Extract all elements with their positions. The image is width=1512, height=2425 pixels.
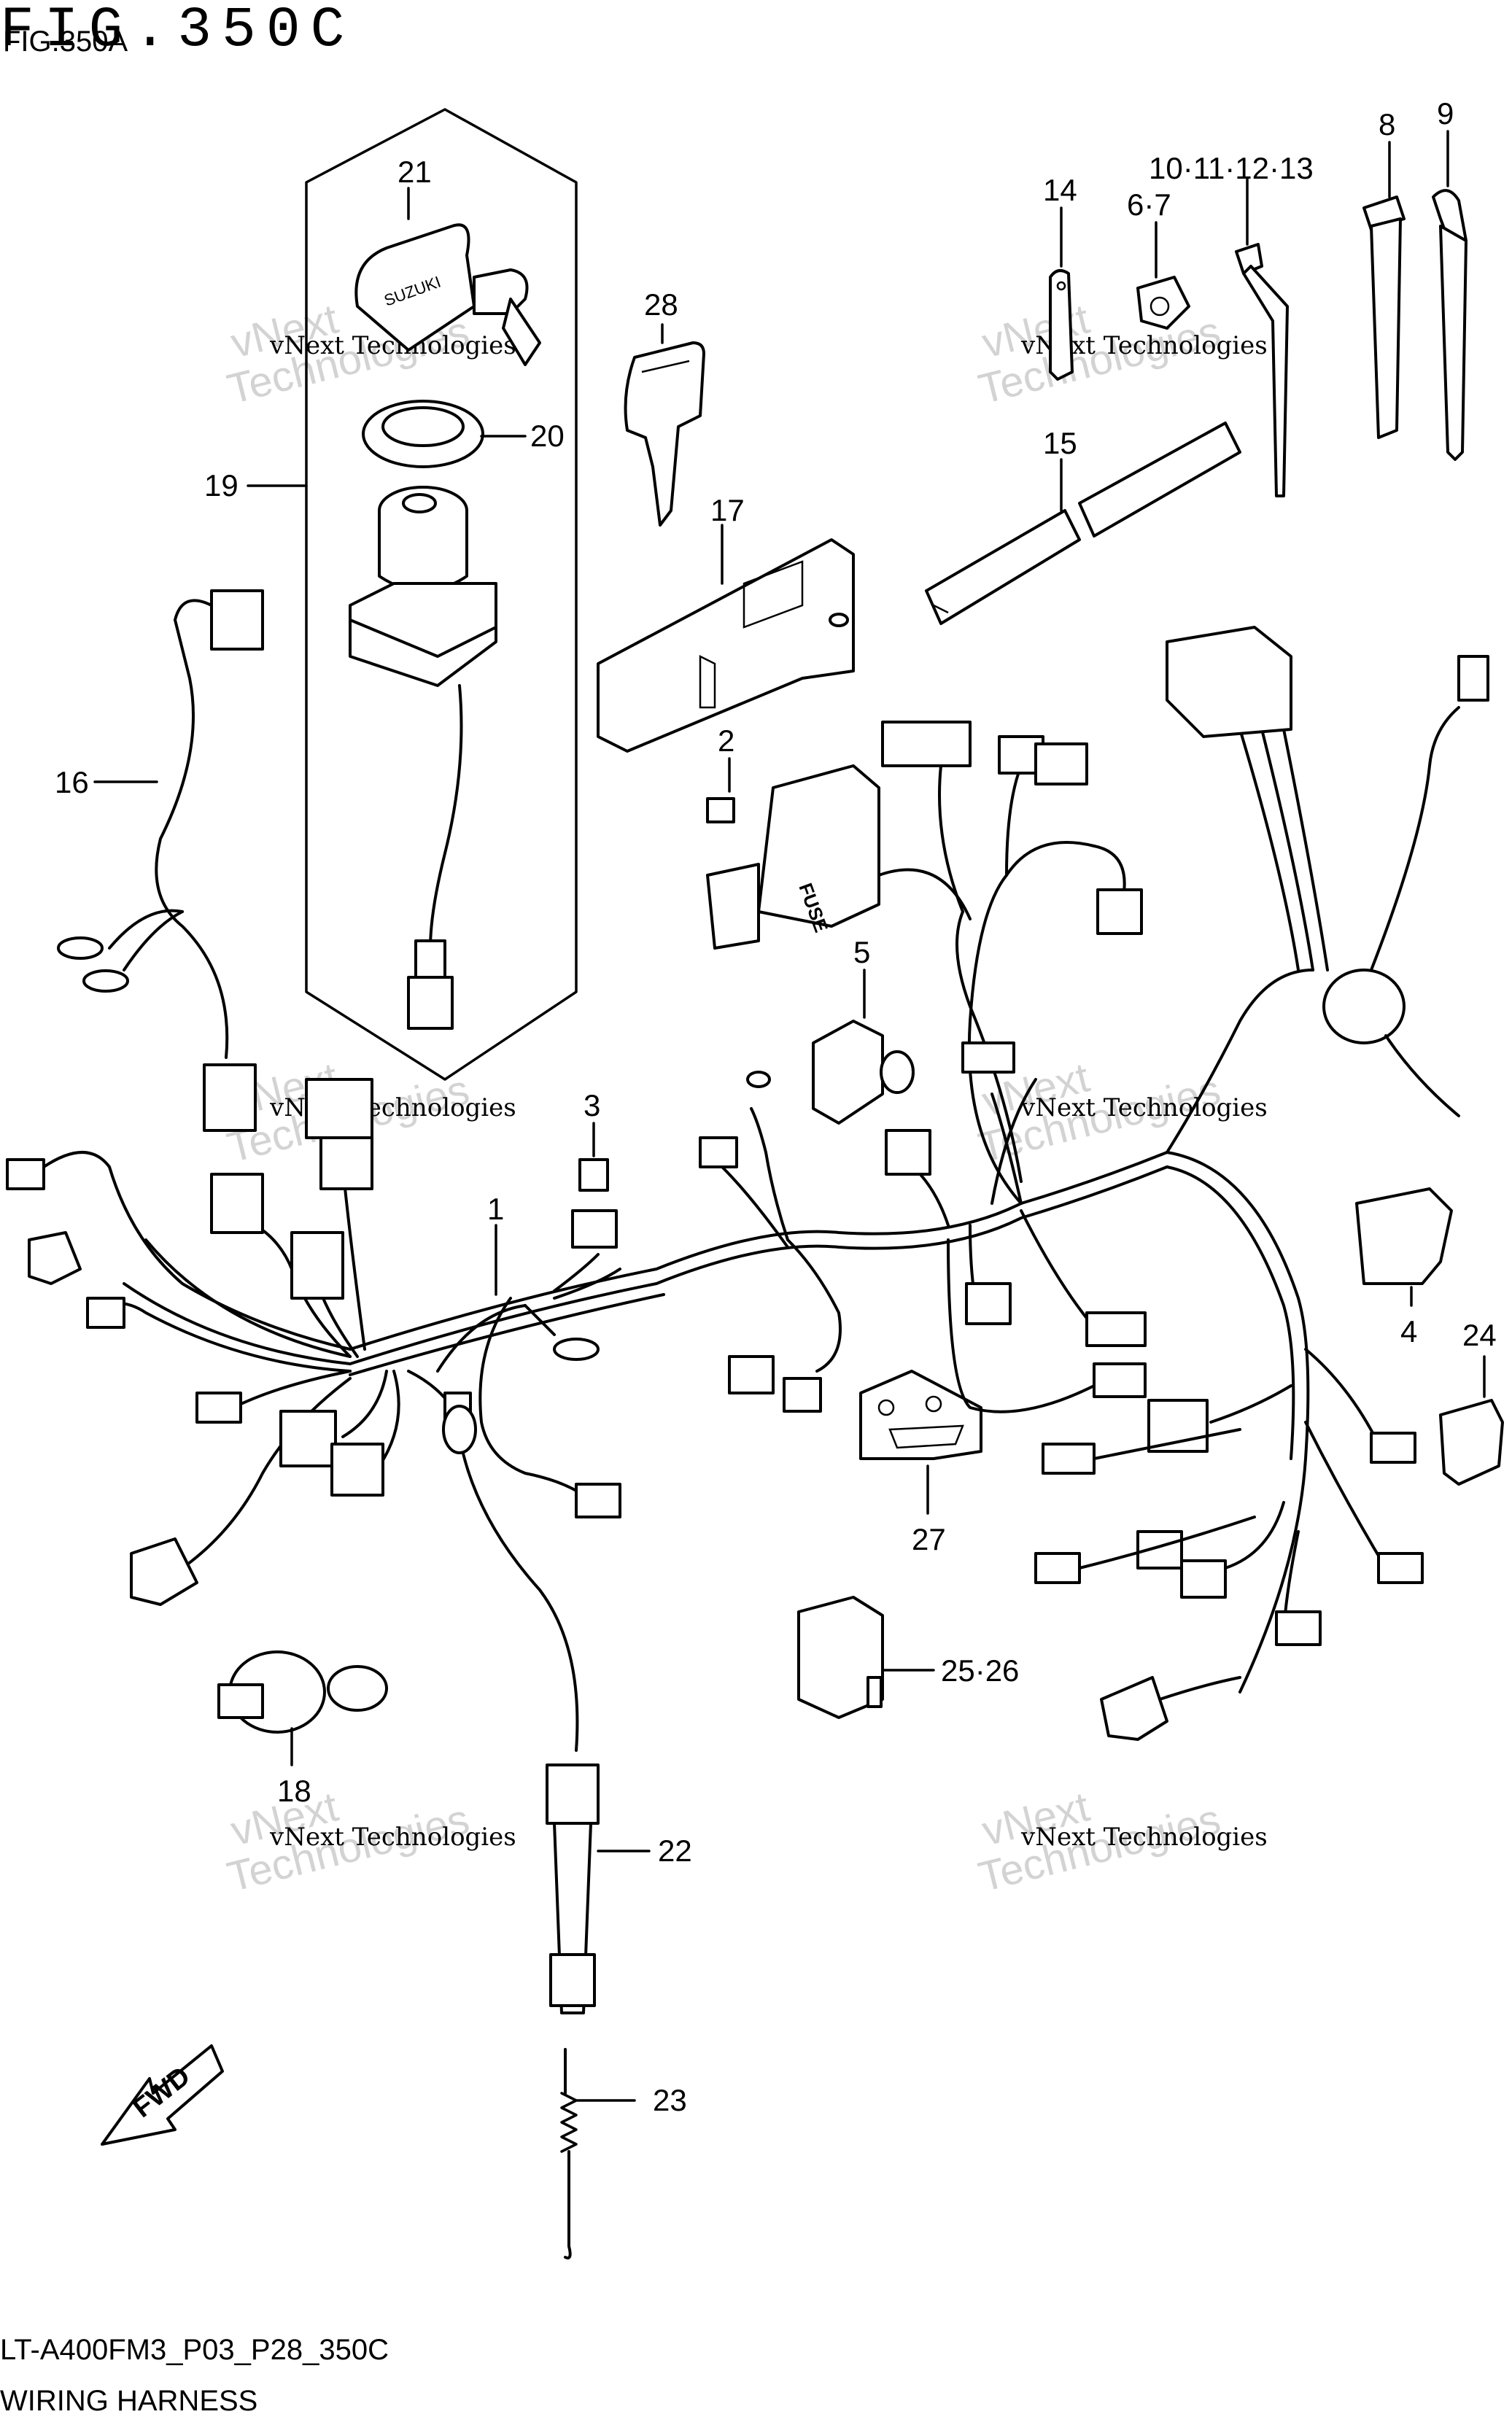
label-15: 15: [1043, 426, 1077, 460]
protective-tube: 15: [925, 422, 1241, 625]
label-14: 14: [1043, 173, 1077, 207]
mount-bracket: 17: [597, 493, 855, 753]
label-4: 4: [1400, 1314, 1417, 1349]
label-27: 27: [912, 1522, 946, 1556]
sub-harness: 16: [55, 589, 264, 1132]
wire-clip-14: 14: [1043, 173, 1077, 381]
watermark-text-5: vNext Technologies: [269, 1823, 516, 1852]
neutral-switch: 18: [217, 1650, 388, 1808]
label-21: 21: [398, 155, 432, 189]
label-16: 16: [55, 765, 89, 799]
label-8: 8: [1379, 107, 1395, 141]
label-19: 19: [204, 468, 239, 503]
starter-relay: 25·26: [797, 1596, 1019, 1719]
watermark-text-4: vNext Technologies: [1020, 1093, 1268, 1122]
label-2: 2: [718, 723, 734, 758]
spring: 23: [560, 2048, 687, 2259]
cable-tie-10-13: 10·11·12·13: [1149, 151, 1314, 497]
ring-nut: [362, 400, 484, 468]
main-harness: 1: [6, 626, 1489, 1741]
relay-bracket: 27: [859, 1370, 982, 1556]
fuse-holder: FUSE 2: [706, 723, 972, 950]
label-5: 5: [853, 935, 870, 969]
label-9: 9: [1437, 96, 1454, 131]
figure-subtitle: FIG.350A: [3, 26, 128, 58]
label-1: 1: [487, 1192, 504, 1226]
fwd-arrow-icon: FWD: [101, 2044, 224, 2146]
watermark-text-6: vNext Technologies: [1020, 1823, 1268, 1852]
label-22: 22: [658, 1834, 692, 1868]
cable-tie-9: 9: [1432, 96, 1468, 461]
label-17: 17: [710, 493, 745, 527]
boot-cover: 4: [1355, 1187, 1453, 1349]
figure-title: FIG.350C: [0, 0, 354, 63]
model-code: LT-A400FM3_P03_P28_350C: [0, 2334, 389, 2366]
label-18: 18: [277, 1774, 311, 1808]
terminal-cover: 5: [812, 935, 915, 1125]
figure-name: WIRING HARNESS: [0, 2385, 257, 2417]
relay: 24: [1439, 1318, 1504, 1486]
switch-body: [349, 486, 497, 1030]
label-20: 20: [530, 419, 565, 453]
label-23: 23: [653, 2083, 687, 2117]
spark-plug-cap: 22: [458, 1435, 692, 2014]
label-28: 28: [644, 287, 678, 322]
group-outline-19: [305, 108, 578, 1081]
ignition-switch-group: SUZUKI 21 20 19: [204, 108, 578, 1081]
label-10-13: 10·11·12·13: [1149, 151, 1314, 185]
label-3: 3: [584, 1088, 600, 1122]
label-24: 24: [1462, 1318, 1497, 1352]
label-6-7: 6·7: [1127, 187, 1171, 222]
spare-key: 28: [624, 287, 705, 527]
ignition-key-cap: SUZUKI: [354, 223, 541, 366]
label-25-26: 25·26: [941, 1653, 1019, 1688]
connector-cap: 3: [571, 1088, 618, 1249]
cable-tie-8: 8: [1362, 107, 1406, 439]
clamp-6-7: 6·7: [1127, 187, 1190, 330]
